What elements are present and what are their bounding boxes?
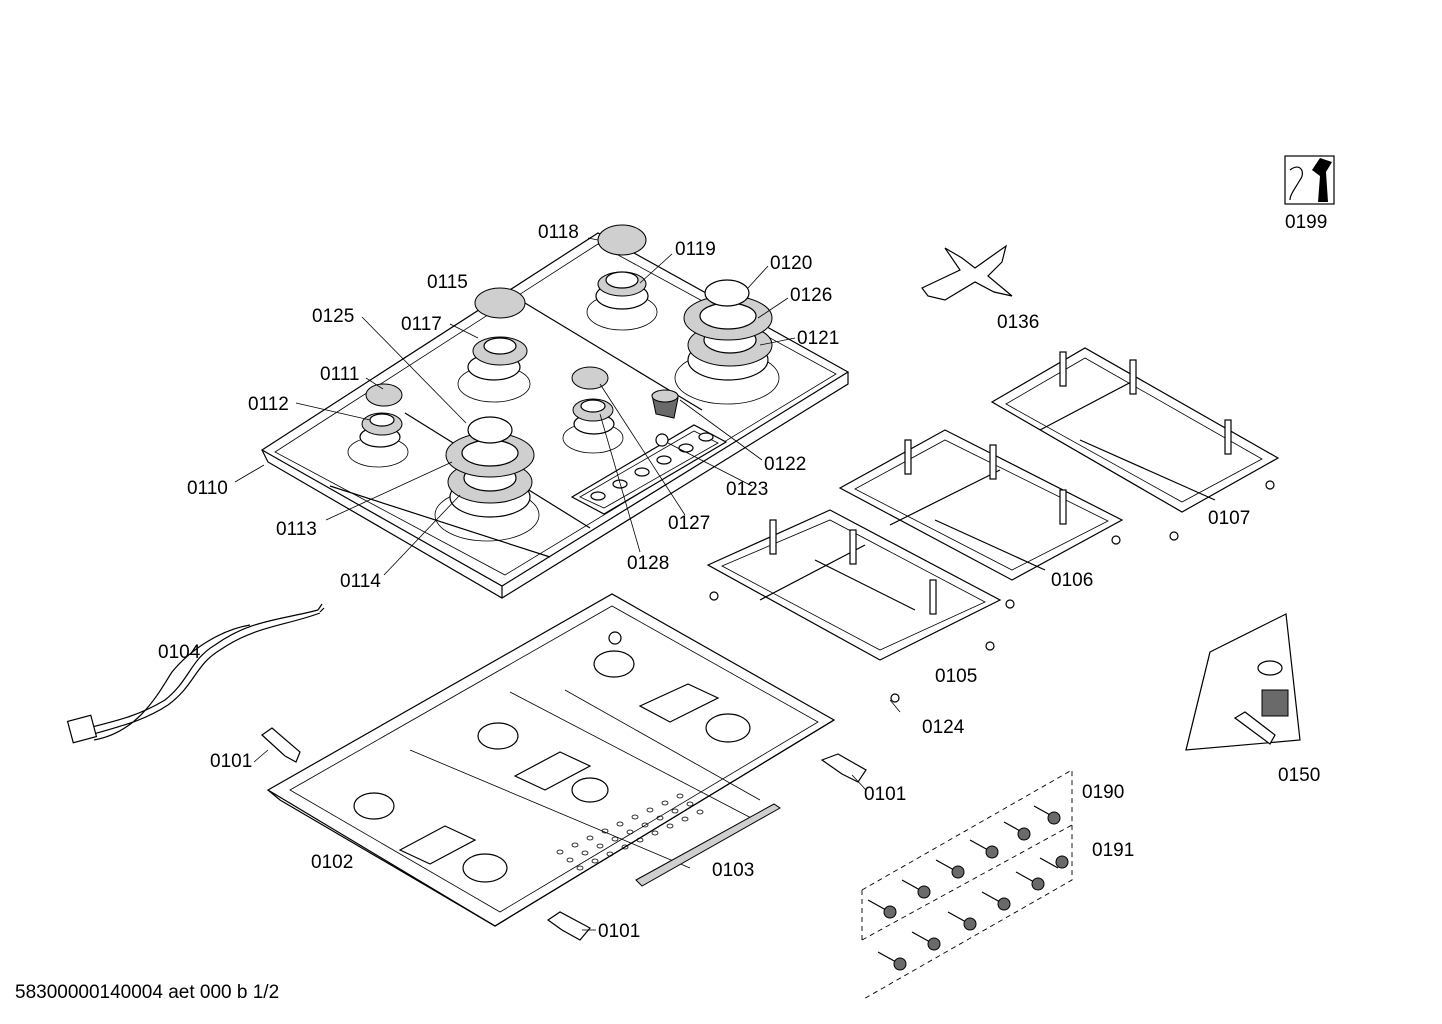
tray-burner-cups (353, 650, 751, 883)
rubber-feet (709, 480, 1275, 703)
wok-ring (921, 244, 1013, 301)
label-0150[interactable]: 0150 (1278, 765, 1320, 786)
label-0112[interactable]: 0112 (248, 394, 289, 415)
fixing-clip-left (261, 727, 301, 763)
pan-support-right (990, 347, 1280, 513)
label-0102[interactable]: 0102 (311, 852, 353, 873)
burner-front-right-small (562, 366, 624, 454)
leader-lines (234, 237, 901, 931)
burner-front-left-small (347, 383, 409, 468)
burner-front-center-wok (434, 416, 540, 542)
power-cable (66, 603, 325, 744)
label-0117[interactable]: 0117 (401, 314, 442, 335)
seal-strip (635, 803, 781, 887)
pan-support-left (706, 509, 1002, 661)
burner-rear-center (586, 224, 658, 331)
label-0126[interactable]: 0126 (790, 285, 832, 306)
label-0120[interactable]: 0120 (770, 253, 812, 274)
fixing-clip-right (820, 753, 867, 783)
burner-rear-right-wok (674, 279, 780, 405)
label-0113[interactable]: 0113 (276, 519, 317, 540)
label-0101-left[interactable]: 0101 (210, 751, 252, 772)
document-id: 58300000140004 aet 000 b 1/2 (15, 982, 279, 1003)
label-0199[interactable]: 0199 (1285, 212, 1327, 233)
service-tool-icon[interactable] (1284, 155, 1335, 205)
label-0105[interactable]: 0105 (935, 666, 977, 687)
label-0103[interactable]: 0103 (712, 860, 754, 881)
fixing-clip-bottom (546, 911, 591, 941)
label-0119[interactable]: 0119 (675, 239, 716, 260)
part-labels: 0118 0119 0120 0126 0121 0115 0125 0117 … (15, 212, 1327, 1003)
label-0122[interactable]: 0122 (764, 454, 806, 475)
label-0127[interactable]: 0127 (668, 513, 710, 534)
label-0104[interactable]: 0104 (158, 642, 201, 663)
screw-set (861, 769, 1073, 1001)
label-0118[interactable]: 0118 (538, 222, 579, 243)
label-0111[interactable]: 0111 (320, 364, 359, 385)
label-0107[interactable]: 0107 (1208, 508, 1250, 529)
label-0115[interactable]: 0115 (427, 272, 468, 293)
label-0125[interactable]: 0125 (312, 306, 354, 327)
label-0191[interactable]: 0191 (1092, 840, 1134, 861)
label-0106[interactable]: 0106 (1051, 570, 1093, 591)
conversion-kit-bag (1185, 613, 1301, 751)
label-0128[interactable]: 0128 (627, 553, 669, 574)
pan-support-center (838, 429, 1124, 581)
label-0110[interactable]: 0110 (187, 478, 228, 499)
label-0101-bottom[interactable]: 0101 (598, 921, 640, 942)
label-0136[interactable]: 0136 (997, 312, 1039, 333)
control-knob (590, 389, 714, 501)
label-0124[interactable]: 0124 (922, 717, 965, 738)
label-0101-right[interactable]: 0101 (864, 784, 906, 805)
label-0123[interactable]: 0123 (726, 479, 768, 500)
tray-vent-holes (556, 793, 704, 871)
label-0190[interactable]: 0190 (1082, 782, 1124, 803)
burner-rear-left (457, 287, 531, 403)
label-0121[interactable]: 0121 (797, 328, 839, 349)
label-0114[interactable]: 0114 (340, 571, 381, 592)
